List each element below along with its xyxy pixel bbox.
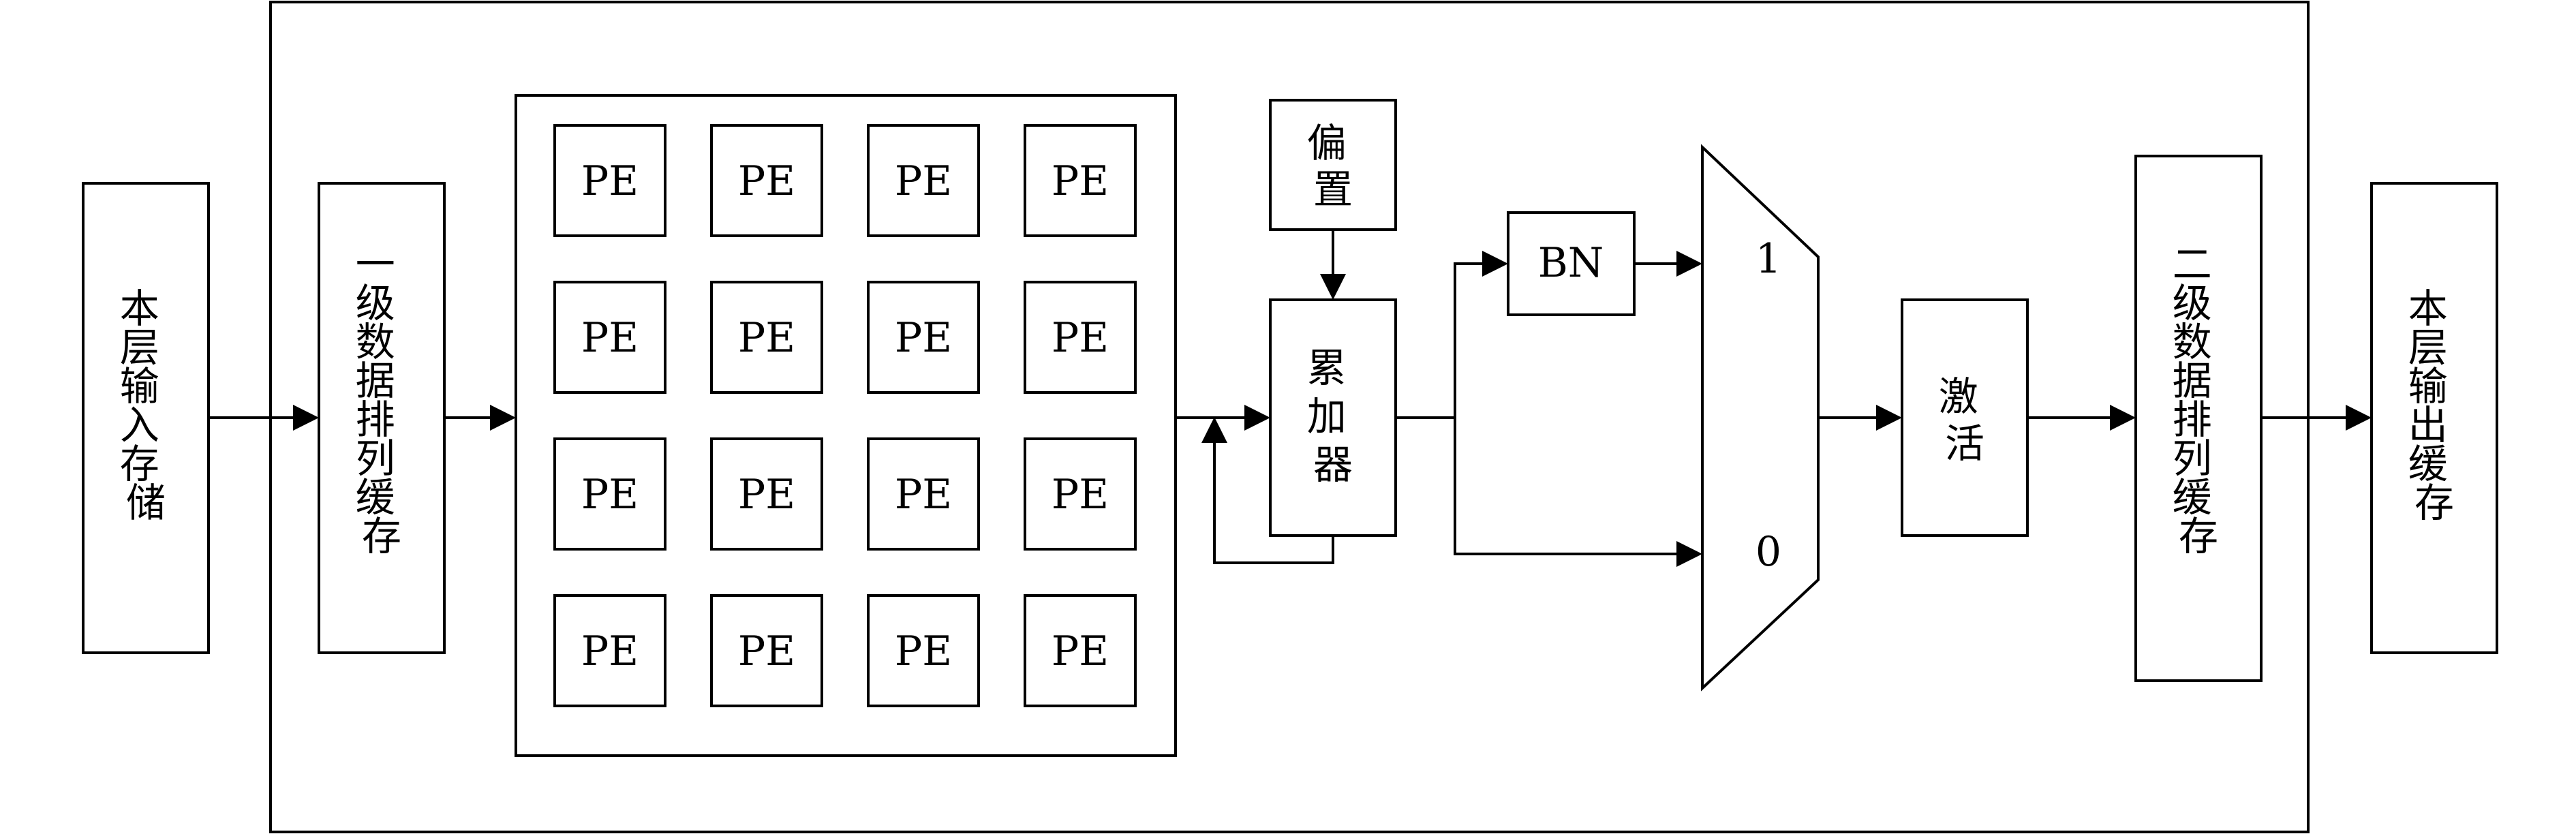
input-storage-label: 本 层 输 入 存 储: [120, 285, 172, 526]
pe-cell-label: PE: [895, 314, 952, 362]
pe-cell: PE: [553, 124, 666, 237]
bn-label: BN: [1538, 239, 1604, 287]
arrow-head-output: [2346, 405, 2372, 431]
pe-cell: PE: [1024, 594, 1137, 707]
pe-cell: PE: [553, 594, 666, 707]
output-buffer-label: 本 层 输 出 缓 存: [2408, 285, 2460, 526]
pe-cell: PE: [867, 124, 980, 237]
arrow-head-mux-0: [1676, 541, 1702, 567]
pe-cell-label: PE: [738, 314, 795, 362]
bias-label: 偏 置: [1307, 120, 1359, 213]
pe-cell-box: [710, 124, 823, 237]
accumulator-label: 累 加 器: [1307, 345, 1359, 488]
pe-cell-label: PE: [1052, 314, 1109, 362]
pe-cell: PE: [710, 437, 823, 551]
pe-cell-box: [1024, 124, 1137, 237]
arrow-head-bn: [1482, 251, 1508, 277]
pe-cell-box: [553, 124, 666, 237]
bn-box: [1507, 211, 1636, 316]
pe-cell-box: [553, 281, 666, 394]
pe-cell: PE: [553, 437, 666, 551]
wire-accumulator-feedback: [1213, 443, 1334, 564]
arrow-head-bias: [1320, 274, 1346, 300]
pe-grid: PE PE PE PE PE PE PE PE PE PE PE PE PE PE PE PE: [553, 124, 1137, 707]
pe-cell-label: PE: [1052, 471, 1109, 519]
mux-input-0-label: 0: [1755, 528, 1781, 576]
buffer2-box: [2134, 155, 2263, 682]
arrow-head-feedback: [1201, 417, 1227, 443]
pe-cell: PE: [710, 281, 823, 394]
activation-label: 激 活: [1939, 373, 1991, 467]
pe-cell: PE: [553, 281, 666, 394]
wire-accumulator-to-mux: [1454, 418, 1676, 555]
pe-cell-box: [553, 594, 666, 707]
output-buffer-box: [2370, 182, 2498, 654]
pe-cell: PE: [867, 594, 980, 707]
pe-cell-box: [710, 437, 823, 551]
arrow-head-buffer1: [293, 405, 319, 431]
pe-cell-box: [867, 281, 980, 394]
pe-cell-label: PE: [738, 157, 795, 205]
wire-accumulator-to-bn: [1396, 262, 1482, 419]
pe-cell-box: [710, 281, 823, 394]
pe-cell-box: [710, 594, 823, 707]
pe-cell: PE: [1024, 124, 1137, 237]
pe-cell-box: [1024, 594, 1137, 707]
pe-cell-box: [1024, 437, 1137, 551]
arrow-head-accumulator: [1244, 405, 1270, 431]
buffer1-label: 一 级 数 据 排 列 缓 存: [356, 241, 408, 559]
pe-cell-label: PE: [581, 471, 639, 519]
mux-input-1-label: 1: [1755, 235, 1781, 283]
input-storage-box: [82, 182, 210, 654]
pe-cell-box: [1024, 281, 1137, 394]
buffer2-label: 二 级 数 据 排 列 缓 存: [2173, 241, 2224, 559]
pe-cell-label: PE: [738, 471, 795, 519]
pe-cell: PE: [867, 437, 980, 551]
pe-cell-label: PE: [581, 157, 639, 205]
pe-cell-label: PE: [1052, 628, 1109, 675]
multiplexer: [1701, 144, 1820, 692]
pe-cell: PE: [1024, 281, 1137, 394]
pe-cell-label: PE: [1052, 157, 1109, 205]
pe-cell: PE: [1024, 437, 1137, 551]
pe-cell-box: [867, 124, 980, 237]
arrow-head-activation: [1876, 405, 1902, 431]
pe-cell-label: PE: [895, 628, 952, 675]
pe-cell: PE: [710, 124, 823, 237]
buffer1-box: [318, 182, 446, 654]
pe-cell: PE: [867, 281, 980, 394]
pe-cell-box: [867, 437, 980, 551]
arrow-head-pe-array: [490, 405, 516, 431]
pe-cell-label: PE: [895, 157, 952, 205]
arrow-head-buffer2: [2110, 405, 2136, 431]
pe-cell-box: [553, 437, 666, 551]
pe-cell-label: PE: [895, 471, 952, 519]
bias-box: [1269, 99, 1397, 231]
pe-cell-label: PE: [581, 628, 639, 675]
pe-cell: PE: [710, 594, 823, 707]
activation-box: [1901, 298, 2029, 537]
arrow-head-mux-1: [1676, 251, 1702, 277]
pe-cell-label: PE: [738, 628, 795, 675]
pe-cell-label: PE: [581, 314, 639, 362]
pe-cell-box: [867, 594, 980, 707]
